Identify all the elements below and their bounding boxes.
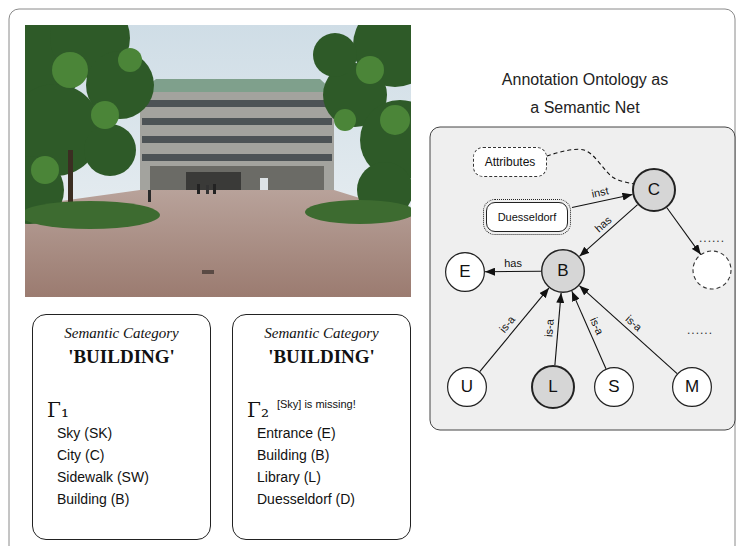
connector — [579, 205, 637, 257]
card-item: City (C) — [57, 444, 210, 466]
open-branch-arrow — [667, 208, 701, 255]
node-circle — [532, 366, 574, 408]
photo-facade — [140, 92, 334, 192]
node-circle — [673, 368, 712, 407]
photo-drain — [202, 270, 214, 274]
title-holder: Annotation Ontology as a Semantic Net — [498, 66, 672, 122]
concept-node: C — [632, 168, 676, 212]
card-item: Entrance (E) — [257, 422, 410, 444]
card-note: [Sky] is missing! — [277, 398, 356, 410]
photo-person — [197, 184, 200, 194]
node-circle — [633, 169, 675, 211]
photo-ground-floor — [150, 166, 324, 192]
concept-node: S — [594, 367, 634, 407]
card-item: Sidewalk (SW) — [57, 466, 210, 488]
card-gamma: Γ₂ — [247, 398, 269, 422]
photo-window-band — [142, 154, 332, 161]
continuation-dots: ...... — [687, 323, 713, 337]
relation-label: has — [503, 256, 523, 268]
concept-node: E — [445, 252, 485, 292]
node-label: Attributes — [485, 155, 536, 169]
building-photo — [25, 25, 411, 297]
dashed-circle — [693, 251, 731, 289]
card-cat: Semantic Category — [233, 325, 410, 342]
photo-window-band — [142, 100, 332, 107]
node-label: Duesseldorf — [498, 211, 557, 223]
photo-roof — [140, 79, 334, 92]
node-label: M — [685, 377, 699, 397]
photo-window-band — [142, 136, 332, 143]
node-label: L — [548, 377, 557, 397]
photo-person — [148, 190, 151, 202]
node-circle — [595, 368, 634, 407]
card-gamma: Γ₁ — [47, 398, 69, 422]
photo-sign — [260, 178, 268, 190]
node-label: C — [648, 180, 660, 200]
photo-person — [213, 184, 216, 194]
connector — [547, 149, 633, 183]
connector — [480, 288, 549, 372]
node-circle — [448, 368, 487, 407]
label-holder: ...... — [687, 323, 713, 337]
node-label: S — [608, 377, 619, 397]
concept-node: U — [447, 367, 487, 407]
relation-label: is-a — [542, 318, 556, 339]
photo-leaves-right — [334, 56, 410, 135]
concept-node: B — [541, 249, 585, 293]
photo-trees-right — [313, 25, 411, 218]
photo-person — [206, 185, 209, 194]
concept-node: M — [672, 367, 712, 407]
attributes-box: Attributes — [473, 147, 547, 177]
node-label: U — [461, 377, 473, 397]
photo-window-band — [142, 118, 332, 125]
connector — [555, 293, 561, 365]
node-label: E — [459, 262, 470, 282]
connector — [572, 291, 606, 369]
card-item: Building (B) — [257, 444, 410, 466]
concept-node: L — [531, 365, 575, 409]
node-label: B — [557, 261, 568, 281]
connector — [485, 271, 541, 273]
photo-hedge — [305, 200, 411, 224]
card-cat: Semantic Category — [33, 325, 210, 342]
card-item: Duesseldorf (D) — [257, 488, 410, 510]
card-bld: 'BUILDING' — [233, 346, 410, 368]
continuation-dots: ...... — [699, 231, 725, 245]
outer-frame — [9, 9, 735, 546]
photo-leaves-left — [31, 48, 142, 184]
card-bld: 'BUILDING' — [33, 346, 210, 368]
ontology-panel — [430, 127, 735, 430]
label-holder: ...... — [699, 231, 725, 245]
connector — [579, 286, 677, 374]
node-circle — [446, 253, 485, 292]
photo-hedge — [25, 201, 160, 229]
panel-title: Annotation Ontology as a Semantic Net — [498, 66, 672, 122]
card-item: Library (L) — [257, 466, 410, 488]
card-item: Sky (SK) — [57, 422, 210, 444]
instance-box: Duesseldorf — [486, 202, 568, 232]
node-circle — [542, 250, 585, 293]
edge-label-holder: is-a — [542, 318, 556, 339]
edge-label-holder: has — [503, 256, 523, 268]
category-card: Semantic Category 'BUILDING' Γ₂ [Sky] is mi… — [232, 314, 411, 540]
category-card: Semantic Category 'BUILDING' Γ₁Sky (SK)Cit… — [32, 314, 211, 540]
photo-trees-left — [25, 25, 154, 224]
card-item: Building (B) — [57, 488, 210, 510]
